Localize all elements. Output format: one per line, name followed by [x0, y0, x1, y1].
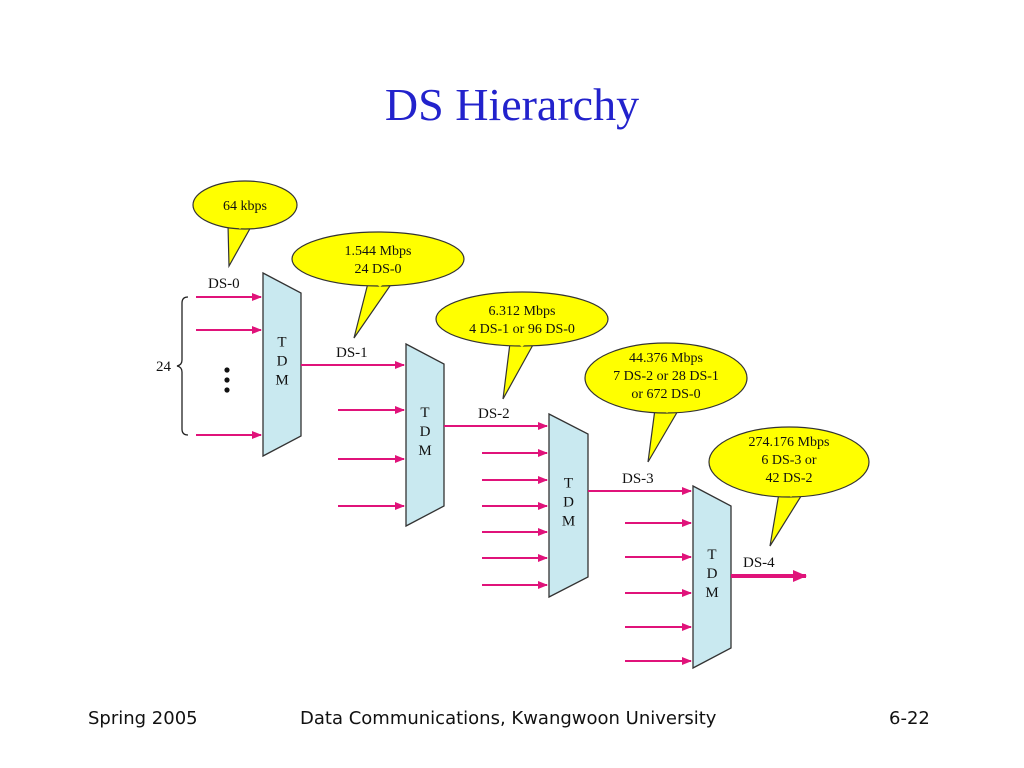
bubble-text-line: 7 DS-2 or 28 DS-1: [613, 369, 719, 384]
tdm-multiplexer-4: [692, 484, 732, 670]
bubble-text-line: 44.376 Mbps: [629, 351, 703, 366]
tdm-letter: D: [563, 495, 574, 511]
ellipsis-dot: [224, 377, 230, 383]
level-label-ds-2: DS-2: [478, 406, 510, 422]
level-label-ds-4: DS-4: [743, 555, 775, 571]
tdm-letter: D: [420, 424, 431, 440]
bubble-seam: [781, 489, 801, 497]
bubble-pointer: [647, 408, 681, 463]
input-bracket: [176, 296, 189, 436]
tdm-letter: M: [705, 585, 718, 601]
tdm-letter: T: [707, 547, 716, 563]
rate-bubble-ds-2: [435, 291, 609, 347]
tdm-letter: T: [420, 405, 429, 421]
tdm-letter: T: [564, 476, 573, 492]
bubble-text-line: 274.176 Mbps: [749, 435, 830, 450]
bubble-pointer: [353, 282, 394, 339]
bubble-text-line: 24 DS-0: [354, 262, 401, 277]
bubble-seam: [657, 405, 677, 413]
level-label-ds-1: DS-1: [336, 345, 368, 361]
tdm-multiplexer-3: [548, 412, 589, 599]
tdm-letter: T: [277, 335, 286, 351]
tdm-letter: M: [562, 514, 575, 530]
bubble-pointer: [502, 342, 536, 400]
level-label-ds-3: DS-3: [622, 471, 654, 487]
level-label-ds-0: DS-0: [208, 276, 240, 292]
bubble-text-line: 6.312 Mbps: [489, 304, 556, 319]
ellipsis-dot: [224, 367, 230, 373]
bubble-seam: [370, 279, 390, 287]
input-count-label: 24: [156, 359, 172, 375]
tdm-multiplexer-1: [262, 271, 302, 458]
bubble-text-line: or 672 DS-0: [631, 387, 700, 402]
bubble-seam: [512, 339, 532, 347]
bubble-pointer: [227, 224, 254, 269]
bubble-text-line: 6 DS-3 or: [761, 453, 817, 468]
tdm-letter: M: [418, 443, 431, 459]
footer-page-number: 6-22: [889, 708, 930, 729]
tdm-letter: D: [707, 566, 718, 582]
bubble-text-line: 1.544 Mbps: [345, 244, 412, 259]
tdm-letter: M: [275, 373, 288, 389]
rate-bubble-ds-3: [584, 342, 748, 414]
slide-title: DS Hierarchy: [384, 79, 640, 130]
rate-bubble-ds-0: [192, 180, 298, 230]
tdm-letter: D: [277, 354, 288, 370]
bubble-pointer: [769, 492, 805, 547]
bubble-seam: [230, 221, 250, 229]
bubble-text-line: 4 DS-1 or 96 DS-0: [469, 322, 575, 337]
rate-bubble-ds-4: [708, 426, 870, 498]
ellipsis-dot: [224, 387, 230, 393]
bubble-text-line: 42 DS-2: [765, 471, 812, 486]
rate-bubble-ds-1: [291, 231, 465, 287]
bubble-text-line: 64 kbps: [223, 199, 267, 214]
footer-course: Data Communications, Kwangwoon Universit…: [300, 708, 717, 729]
footer-date: Spring 2005: [88, 708, 198, 729]
tdm-multiplexer-2: [405, 342, 445, 528]
